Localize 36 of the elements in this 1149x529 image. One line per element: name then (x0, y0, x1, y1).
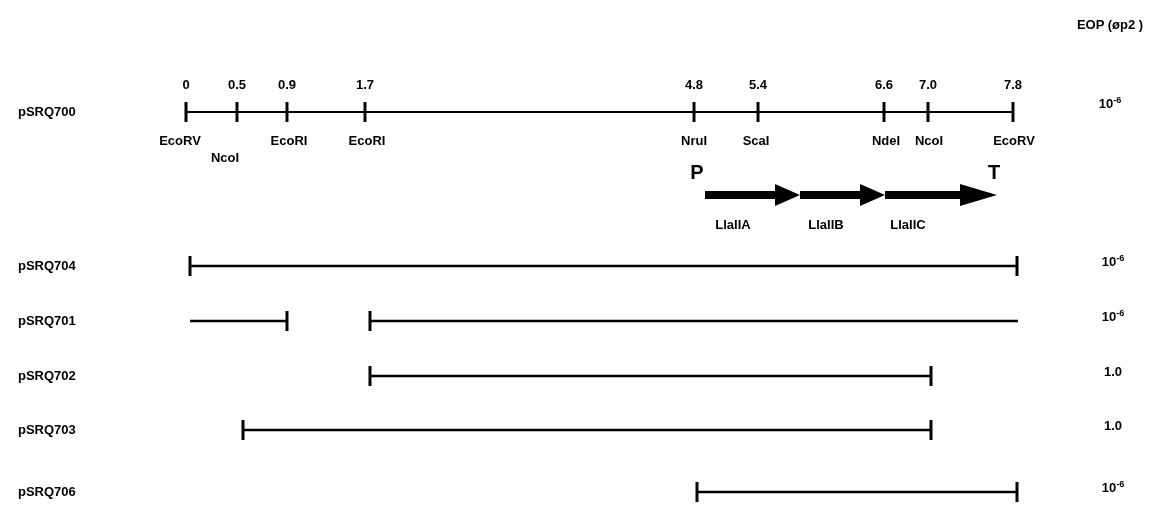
eop-value: 10$^{-6}$ (1101, 254, 1125, 270)
map-position: 4.8 (684, 77, 704, 93)
restriction-site: EcoRI (270, 133, 308, 149)
map-position: 0 (182, 77, 190, 93)
map-position: 7.8 (1003, 77, 1023, 93)
gene-name: LlaIIA (715, 217, 751, 233)
construct-name: pSRQ700 (18, 104, 76, 120)
map-position: 0.9 (277, 77, 297, 93)
restriction-site: NcoI (210, 150, 240, 166)
eop-value: 10$^{-6}$ (1101, 309, 1125, 325)
restriction-site: EcoRV (159, 133, 201, 149)
map-position: 6.6 (874, 77, 894, 93)
terminator-label: T (987, 161, 1001, 183)
restriction-site: NruI (681, 133, 707, 149)
gene-name: LlaIIB (808, 217, 844, 233)
restriction-site: NcoI (914, 133, 944, 149)
construct-name: pSRQ702 (18, 368, 76, 384)
restriction-site: EcoRV (993, 133, 1035, 149)
map-position: 5.4 (748, 77, 768, 93)
promoter-label: P (690, 161, 704, 183)
eop-value: 1.0 (1103, 364, 1123, 380)
map-position: 1.7 (355, 77, 375, 93)
map-position: 0.5 (227, 77, 247, 93)
eop-value: 10$^{-6}$ (1098, 96, 1122, 112)
restriction-site: NdeI (871, 133, 901, 149)
gene-name: LlaIIC (890, 217, 926, 233)
construct-name: pSRQ703 (18, 422, 76, 438)
column-header: EOP (øp2 ) (1076, 17, 1144, 33)
restriction-site: ScaI (742, 133, 770, 149)
construct-name: pSRQ701 (18, 313, 76, 329)
construct-name: pSRQ704 (18, 258, 76, 274)
eop-value: 10$^{-6}$ (1101, 480, 1125, 496)
map-position: 7.0 (918, 77, 938, 93)
construct-name: pSRQ706 (18, 484, 76, 500)
restriction-site: EcoRI (348, 133, 386, 149)
eop-value: 1.0 (1103, 418, 1123, 434)
